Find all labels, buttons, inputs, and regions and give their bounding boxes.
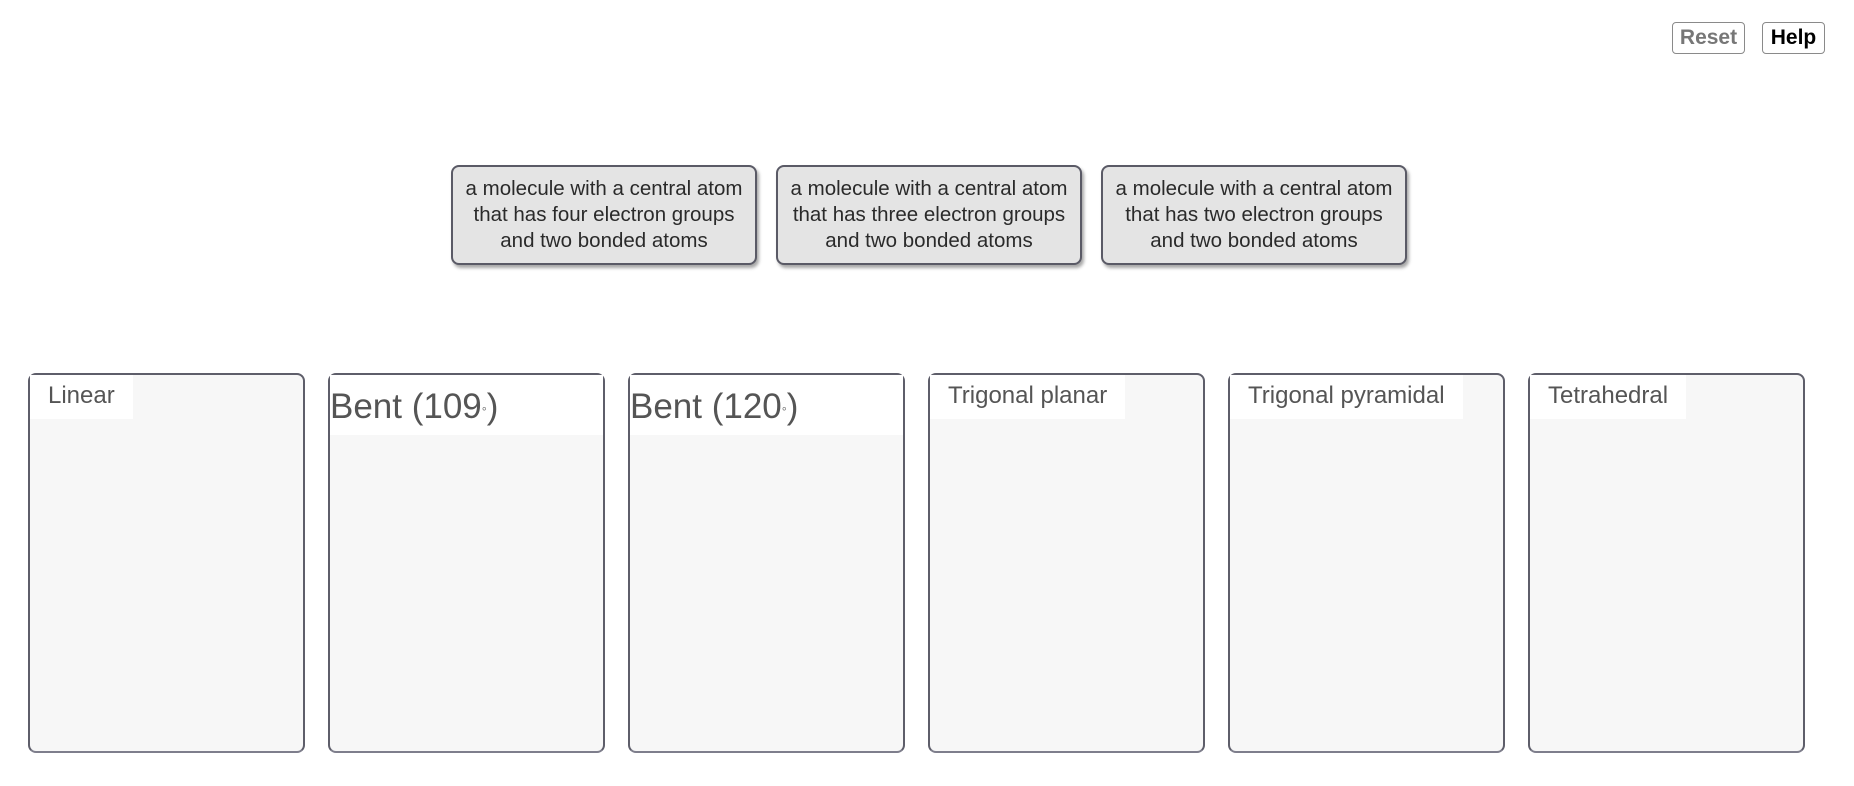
degree-symbol: ◦ [481,400,487,416]
draggable-card-three-electron-groups[interactable]: a molecule with a central atom that has … [776,165,1082,265]
bin-label: Tetrahedral [1530,375,1687,419]
reset-button[interactable]: Reset [1672,22,1745,54]
card-text: a molecule with a central atom that has … [465,177,743,252]
bin-label: Bent (120◦) [630,375,903,435]
drop-bin-bent-109[interactable]: Bent (109◦) [328,373,605,753]
drop-bin-trigonal-planar[interactable]: Trigonal planar [928,373,1205,753]
bin-label: Trigonal planar [930,375,1126,419]
help-button[interactable]: Help [1762,22,1825,54]
bin-label: Trigonal pyramidal [1230,375,1463,419]
card-text: a molecule with a central atom that has … [1115,177,1393,252]
drop-bin-trigonal-pyramidal[interactable]: Trigonal pyramidal [1228,373,1505,753]
draggable-card-four-electron-groups[interactable]: a molecule with a central atom that has … [451,165,757,265]
draggable-card-two-electron-groups[interactable]: a molecule with a central atom that has … [1101,165,1407,265]
bin-label: Linear [30,375,133,419]
drop-bin-bent-120[interactable]: Bent (120◦) [628,373,905,753]
drop-bin-tetrahedral[interactable]: Tetrahedral [1528,373,1805,753]
card-text: a molecule with a central atom that has … [790,177,1068,252]
bin-label: Bent (109◦) [330,375,603,435]
degree-symbol: ◦ [781,400,787,416]
drop-bin-linear[interactable]: Linear [28,373,305,753]
